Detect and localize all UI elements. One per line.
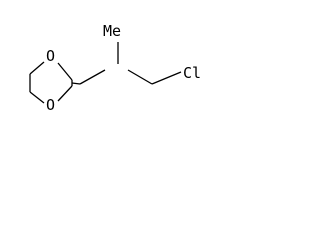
ring-oxygen-top-label: O [46, 47, 55, 65]
atom-labels: O O Me Cl [46, 22, 201, 114]
bonds [71, 42, 182, 85]
ring-bond-o-bottom-right [57, 85, 73, 102]
ring-bond-o-top-left [29, 61, 45, 75]
bond-c2-ch [79, 69, 106, 85]
ring-bond-o-bottom-left [29, 91, 45, 104]
bond-ch2-cl [151, 71, 182, 85]
bond-ch-ch2 [127, 69, 153, 85]
chlorine-label: Cl [183, 64, 201, 82]
bond-ring-c2-sidechain [71, 82, 81, 85]
ring-oxygen-bottom-label: O [46, 96, 55, 114]
structure-canvas: O O Me Cl [0, 0, 237, 139]
ring-bond-o-top-right [57, 62, 73, 81]
molecule-structure: O O Me Cl [29, 22, 201, 114]
methyl-label: Me [103, 22, 121, 40]
ring-bonds [29, 61, 73, 104]
